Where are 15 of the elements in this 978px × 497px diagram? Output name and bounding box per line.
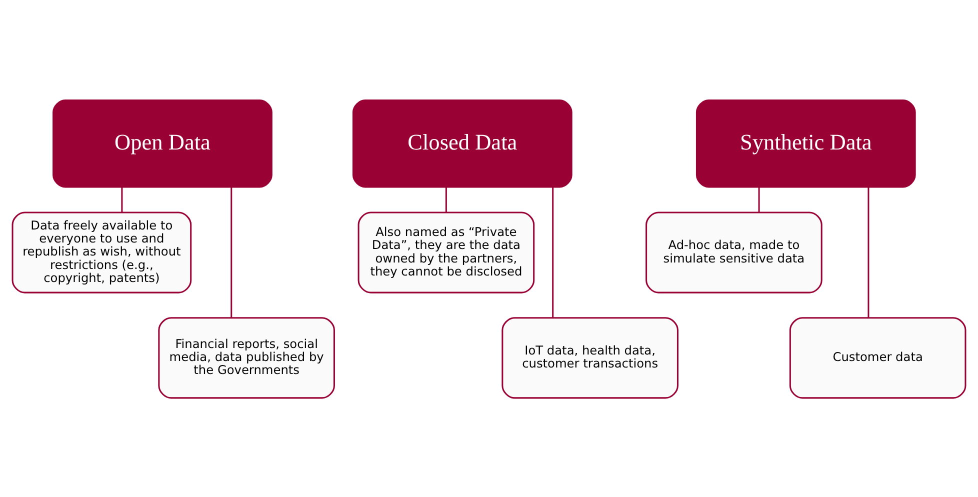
connector xyxy=(121,186,123,212)
node-box: Synthetic Data xyxy=(696,99,916,188)
node-box: Ad-hoc data, made to simulate sensitive data xyxy=(646,211,822,293)
connector xyxy=(868,186,870,318)
node-box: Open Data xyxy=(52,99,272,188)
connector xyxy=(230,186,232,318)
node-box: IoT data, health data, customer transactions xyxy=(502,316,678,398)
connector xyxy=(552,186,554,318)
node-box: Data freely available to everyone to use and republish as wish, without restrictions (e.g., copyright, patents) xyxy=(12,211,192,293)
node-box: Closed Data xyxy=(352,99,572,188)
node-box: Customer data xyxy=(789,316,966,398)
node-box: Financial reports, social media, data published by the Governments xyxy=(158,316,335,398)
connector xyxy=(445,186,447,212)
connector xyxy=(758,186,760,212)
node-box: Also named as “Private Data”, they are the data owned by the partners, they cannot be disclosed xyxy=(358,211,535,293)
